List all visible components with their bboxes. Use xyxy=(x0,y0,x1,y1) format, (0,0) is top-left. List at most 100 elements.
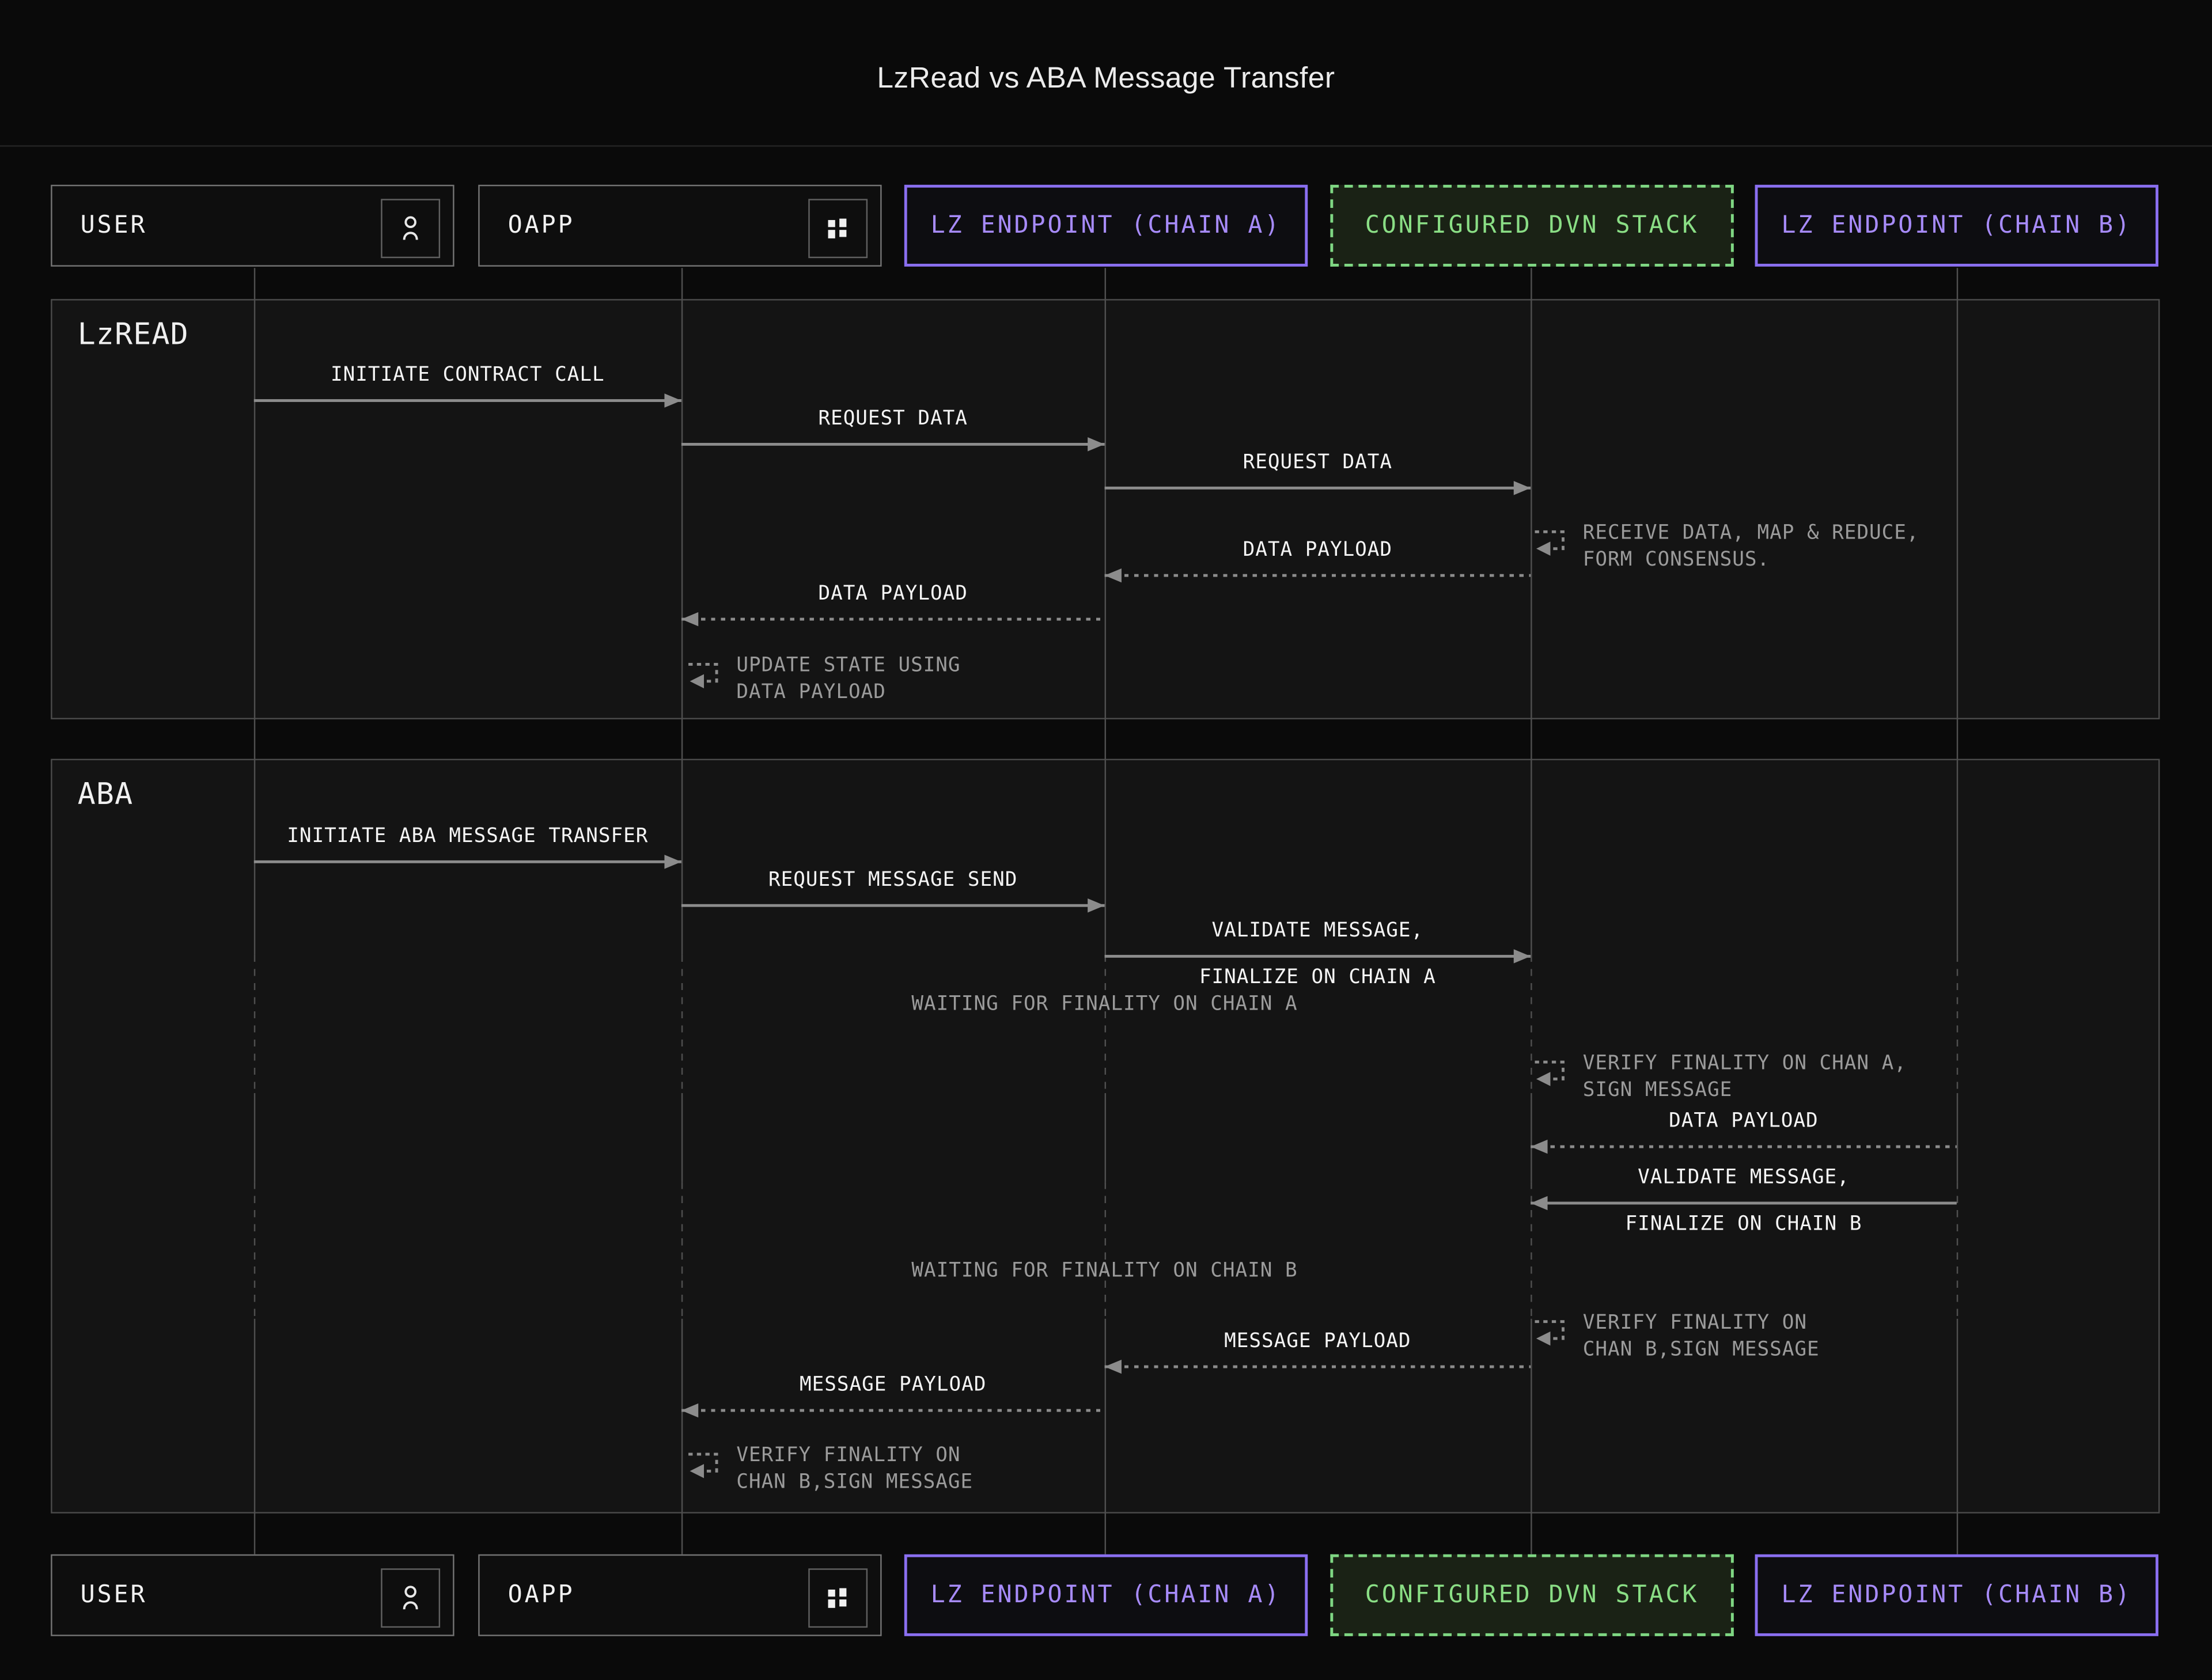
lifeline-lz-endpoint-a xyxy=(1104,268,1105,955)
lifeline-lz-endpoint-b xyxy=(1956,954,1957,1093)
participant-label: LZ ENDPOINT (CHAIN B) xyxy=(1781,1581,2133,1610)
note-line: CHAN B,SIGN MESSAGE xyxy=(736,1471,974,1494)
self-note: VERIFY FINALITY ON CHAN B,SIGN MESSAGE xyxy=(736,1443,973,1496)
arrowhead-left-icon xyxy=(1531,1139,1548,1154)
message-arrow xyxy=(1104,1365,1531,1368)
lifeline-lz-endpoint-b xyxy=(1956,1318,1957,1554)
message-label: FINALIZE ON CHAIN A xyxy=(1199,966,1436,989)
participant-dvn-top: CONFIGURED DVN STACK xyxy=(1330,184,1734,267)
message-arrow xyxy=(253,399,681,402)
participant-label: OAPP xyxy=(507,211,575,240)
message-label: FINALIZE ON CHAIN B xyxy=(1625,1213,1862,1236)
participant-oapp-top: OAPP xyxy=(478,184,882,267)
participant-user-bottom: USER xyxy=(51,1554,454,1636)
message-label: VALIDATE MESSAGE, xyxy=(1638,1166,1850,1189)
lifeline-dvn xyxy=(1529,1318,1532,1554)
message-arrow xyxy=(681,1409,1105,1412)
grid-icon xyxy=(808,1568,868,1628)
lifeline-dvn xyxy=(1529,1182,1532,1319)
message-arrow xyxy=(1104,574,1531,577)
note-line: CHAN B,SIGN MESSAGE xyxy=(1582,1338,1820,1362)
lifeline-oapp xyxy=(680,954,683,1093)
self-note: RECEIVE DATA, MAP & REDUCE,FORM CONSENSU… xyxy=(1583,521,1919,574)
lifeline-lz-endpoint-b xyxy=(1956,268,1957,955)
note-line: SIGN MESSAGE xyxy=(1582,1079,1733,1102)
self-note: VERIFY FINALITY ON CHAN A, SIGN MESSAGE xyxy=(1583,1051,1907,1104)
message-arrow xyxy=(1531,1145,1957,1148)
grid-icon xyxy=(808,199,868,259)
message-label: DATA PAYLOAD xyxy=(1243,538,1393,562)
title-divider xyxy=(0,145,2212,147)
message-arrow xyxy=(1104,486,1531,490)
status-label: WAITING FOR FINALITY ON CHAIN A xyxy=(911,993,1298,1016)
participant-oapp-bottom: OAPP xyxy=(478,1554,882,1636)
lifeline-user xyxy=(253,954,255,1093)
lifeline-dvn xyxy=(1529,1093,1532,1182)
lifeline-user xyxy=(253,1182,255,1319)
lifeline-oapp xyxy=(680,1318,683,1554)
participant-label: USER xyxy=(80,211,147,240)
lifeline-lz-endpoint-a xyxy=(1104,1318,1105,1554)
participant-label: CONFIGURED DVN STACK xyxy=(1365,211,1699,240)
message-arrow xyxy=(1531,1201,1957,1205)
lifeline-user xyxy=(253,268,255,955)
message-label: REQUEST DATA xyxy=(818,407,968,430)
message-arrow xyxy=(1104,954,1531,958)
page-title: LzRead vs ABA Message Transfer xyxy=(877,62,1335,95)
arrowhead-right-icon xyxy=(1513,949,1531,964)
self-loop-arrow-icon xyxy=(688,1453,718,1478)
message-label: MESSAGE PAYLOAD xyxy=(1224,1330,1411,1353)
participant-lz-endpoint-a-bottom: LZ ENDPOINT (CHAIN A) xyxy=(904,1554,1308,1636)
message-arrow xyxy=(681,617,1105,621)
note-line: DATA PAYLOAD xyxy=(736,681,886,704)
arrowhead-left-icon xyxy=(681,612,699,627)
note-line: VERIFY FINALITY ON CHAN A, xyxy=(1582,1052,1907,1075)
note-line: UPDATE STATE USING xyxy=(736,654,961,677)
arrowhead-left-icon xyxy=(1531,1196,1548,1211)
lifeline-user xyxy=(253,1318,255,1554)
arrowhead-left-icon xyxy=(1104,1359,1122,1374)
lifeline-lz-endpoint-b xyxy=(1956,1093,1957,1182)
lifeline-lz-endpoint-b xyxy=(1956,1182,1957,1319)
self-loop-arrow-icon xyxy=(1535,1320,1565,1346)
participant-lz-endpoint-b-top: LZ ENDPOINT (CHAIN B) xyxy=(1755,184,2158,267)
lifeline-dvn xyxy=(1529,268,1532,955)
arrowhead-right-icon xyxy=(1513,481,1531,495)
participant-label: LZ ENDPOINT (CHAIN A) xyxy=(930,211,1282,240)
participant-label: CONFIGURED DVN STACK xyxy=(1365,1581,1699,1610)
lifeline-oapp xyxy=(680,1093,683,1182)
self-loop-arrow-icon xyxy=(688,663,718,689)
participant-label: USER xyxy=(80,1581,147,1610)
message-label: REQUEST MESSAGE SEND xyxy=(768,869,1018,892)
participant-label: LZ ENDPOINT (CHAIN B) xyxy=(1781,211,2133,240)
message-label: INITIATE CONTRACT CALL xyxy=(330,363,605,387)
participant-lz-endpoint-a-top: LZ ENDPOINT (CHAIN A) xyxy=(904,184,1308,267)
lifeline-lz-endpoint-a xyxy=(1104,1182,1105,1319)
lifeline-lz-endpoint-a xyxy=(1104,954,1105,1093)
arrowhead-left-icon xyxy=(681,1403,699,1418)
message-arrow xyxy=(253,860,681,863)
status-label: WAITING FOR FINALITY ON CHAIN B xyxy=(911,1259,1298,1283)
participant-user-top: USER xyxy=(51,184,454,267)
lifeline-oapp xyxy=(680,268,683,955)
arrowhead-right-icon xyxy=(1088,437,1105,452)
person-icon xyxy=(381,1568,441,1628)
section-label-aba: ABA xyxy=(77,777,134,811)
note-line: RECEIVE DATA, MAP & REDUCE, xyxy=(1582,522,1919,545)
arrowhead-left-icon xyxy=(1104,568,1122,583)
person-icon xyxy=(381,199,441,259)
note-line: VERIFY FINALITY ON xyxy=(736,1444,961,1467)
participant-dvn-bottom: CONFIGURED DVN STACK xyxy=(1330,1554,1734,1636)
self-note: UPDATE STATE USING DATA PAYLOAD xyxy=(736,653,960,707)
participant-label: LZ ENDPOINT (CHAIN A) xyxy=(930,1581,1282,1610)
message-label: DATA PAYLOAD xyxy=(1669,1110,1819,1133)
participant-lz-endpoint-b-bottom: LZ ENDPOINT (CHAIN B) xyxy=(1755,1554,2158,1636)
message-arrow xyxy=(681,442,1105,446)
arrowhead-right-icon xyxy=(664,855,681,869)
message-label: VALIDATE MESSAGE, xyxy=(1211,919,1424,942)
lifeline-lz-endpoint-a xyxy=(1104,1093,1105,1182)
message-label: MESSAGE PAYLOAD xyxy=(800,1374,987,1397)
participant-label: OAPP xyxy=(507,1581,575,1610)
